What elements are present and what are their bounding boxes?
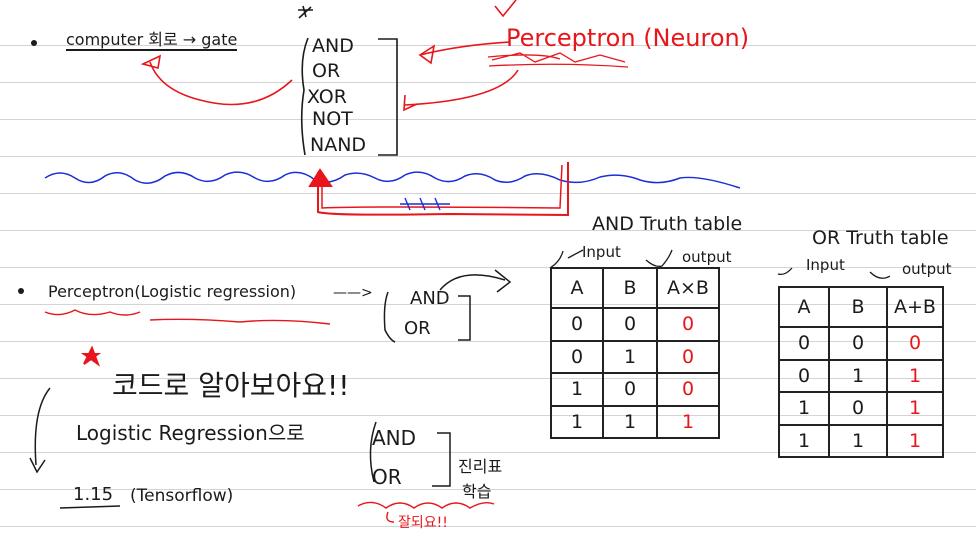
table-cell: 1 bbox=[886, 358, 944, 393]
header-a: A bbox=[778, 286, 830, 328]
header-b: B bbox=[828, 286, 888, 328]
bottom-or: OR bbox=[372, 465, 402, 489]
or-table-title: OR Truth table bbox=[812, 227, 949, 249]
bullet-dot bbox=[31, 40, 37, 46]
table-cell: 1 bbox=[778, 423, 830, 458]
or-output-label: output bbox=[902, 260, 952, 278]
bottom-and: AND bbox=[372, 426, 417, 450]
table-cell: 1 bbox=[656, 404, 720, 439]
gate-phrase: computer 회로 → gate bbox=[66, 30, 238, 51]
and-output-label: output bbox=[682, 248, 732, 266]
table-cell: 0 bbox=[778, 326, 830, 361]
table-cell: 0 bbox=[886, 326, 944, 361]
truth-table-label: 진리표 bbox=[458, 457, 503, 476]
middle-or: OR bbox=[404, 318, 431, 339]
gate-nand: NAND bbox=[310, 134, 367, 156]
and-truth-table: A B A×B 0 0 0 0 1 0 1 0 0 1 1 1 bbox=[550, 267, 720, 439]
table-row: 0 0 0 bbox=[550, 307, 720, 342]
table-cell: 1 bbox=[550, 404, 604, 439]
table-cell: 0 bbox=[656, 307, 720, 342]
table-cell: 1 bbox=[828, 358, 888, 393]
perceptron-neuron-label: Perceptron (Neuron) bbox=[506, 24, 750, 52]
gate-xor: XOR bbox=[307, 86, 347, 108]
table-cell: 1 bbox=[886, 423, 944, 458]
table-cell: 0 bbox=[828, 391, 888, 426]
table-row: 0 1 1 bbox=[778, 358, 944, 393]
perceptron-logistic-label: Perceptron(Logistic regression) bbox=[48, 282, 297, 301]
table-cell: 1 bbox=[886, 391, 944, 426]
table-header-row: A B A×B bbox=[550, 267, 720, 309]
logistic-regression-line: Logistic Regression으로 bbox=[76, 421, 305, 445]
table-row: 1 1 1 bbox=[550, 404, 720, 439]
korean-code-heading: 코드로 알아보아요!! bbox=[112, 369, 350, 402]
table-cell: 0 bbox=[656, 372, 720, 407]
arrow-text: ——> bbox=[333, 285, 373, 301]
table-row: 1 0 1 bbox=[778, 391, 944, 426]
table-cell: 0 bbox=[778, 358, 830, 393]
header-a: A bbox=[550, 267, 604, 309]
header-b: B bbox=[602, 267, 658, 309]
tf-name: (Tensorflow) bbox=[130, 486, 234, 506]
table-cell: 0 bbox=[828, 326, 888, 361]
header-output: A+B bbox=[886, 286, 944, 328]
middle-and: AND bbox=[410, 288, 450, 309]
or-input-label: Input bbox=[806, 256, 845, 274]
and-table-title: AND Truth table bbox=[592, 213, 743, 235]
bullet-dot bbox=[18, 288, 24, 294]
learn-label: 학습 bbox=[462, 482, 492, 501]
table-header-row: A B A+B bbox=[778, 286, 944, 328]
table-row: 0 1 0 bbox=[550, 339, 720, 374]
gate-or: OR bbox=[312, 60, 341, 82]
table-row: 0 0 0 bbox=[778, 326, 944, 361]
tf-version: 1.15 bbox=[73, 484, 114, 505]
table-cell: 1 bbox=[602, 404, 658, 439]
table-cell: 1 bbox=[828, 423, 888, 458]
table-cell: 0 bbox=[602, 307, 658, 342]
table-cell: 0 bbox=[602, 372, 658, 407]
header-output: A×B bbox=[656, 267, 720, 309]
table-cell: 0 bbox=[550, 307, 604, 342]
table-cell: 0 bbox=[550, 339, 604, 374]
and-input-label: Input bbox=[582, 243, 621, 261]
or-truth-table: A B A+B 0 0 0 0 1 1 1 0 1 1 1 1 bbox=[778, 286, 944, 458]
table-cell: 1 bbox=[550, 372, 604, 407]
table-cell: 1 bbox=[602, 339, 658, 374]
table-row: 1 1 1 bbox=[778, 423, 944, 458]
table-row: 1 0 0 bbox=[550, 372, 720, 407]
gate-and: AND bbox=[312, 35, 354, 57]
works-label: 잘되요!! bbox=[398, 515, 448, 531]
table-cell: 0 bbox=[656, 339, 720, 374]
table-cell: 1 bbox=[778, 391, 830, 426]
gate-not: NOT bbox=[312, 108, 353, 130]
